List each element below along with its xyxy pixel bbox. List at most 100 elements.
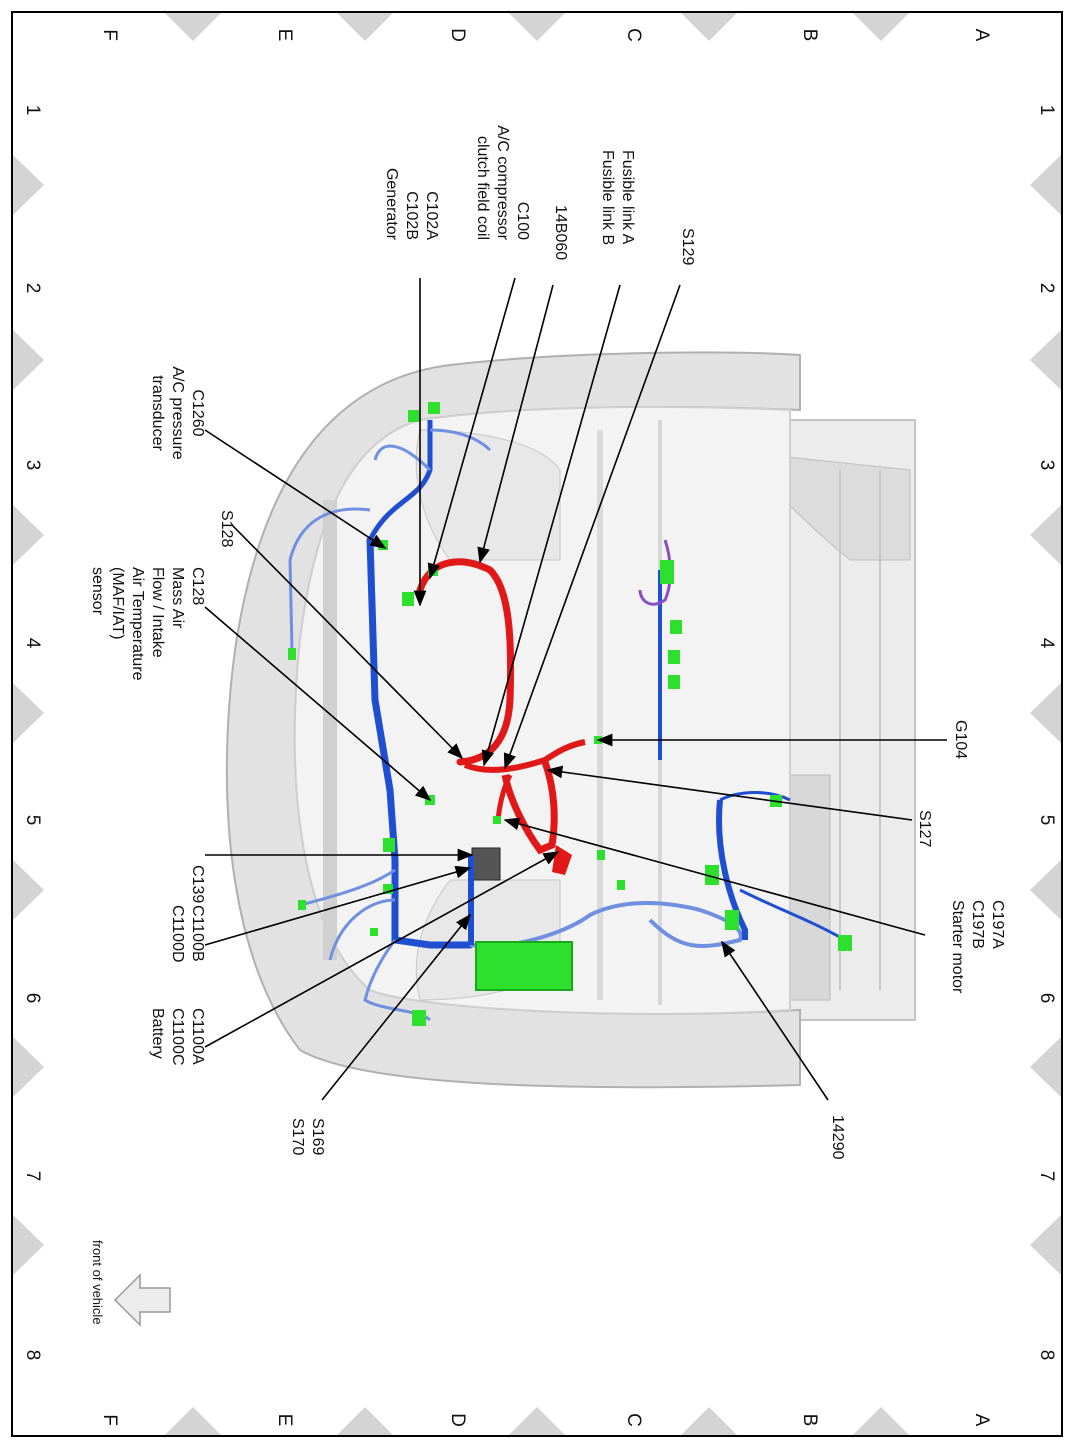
harness-purple-branch — [638, 539, 672, 606]
headlamp-left — [415, 429, 561, 561]
grid-letter-top-d: D — [447, 28, 468, 42]
label-c1100a: C1100A C1100C Battery — [149, 1008, 206, 1066]
svg-text:C1100B: C1100B — [189, 905, 206, 962]
grid-number-left-1: 1 — [22, 105, 43, 116]
harness-engine-loop — [469, 901, 743, 948]
grid-number-left-4: 4 — [22, 638, 43, 649]
leader-c100 — [427, 277, 516, 580]
svg-text:clutch field coil: clutch field coil — [474, 136, 491, 240]
grid-letter-top-f: F — [99, 29, 120, 41]
connector-c102b — [428, 402, 440, 414]
svg-text:(MAF/IAT): (MAF/IAT) — [109, 567, 126, 640]
grid-letter-bottom-f: F — [99, 1414, 120, 1426]
svg-text:C128: C128 — [189, 567, 206, 605]
connector-c100 — [402, 592, 414, 606]
cable-ground-g104 — [463, 739, 586, 773]
grid-number-left-5: 5 — [22, 815, 43, 826]
svg-text:C1100D: C1100D — [169, 905, 186, 963]
grid-letter-top-c: C — [623, 28, 644, 42]
grid-number-left-7: 7 — [22, 1171, 43, 1182]
svg-text:C102A: C102A — [423, 191, 440, 240]
wiring-harness — [288, 420, 846, 1022]
svg-text:Generator: Generator — [383, 168, 400, 241]
grid-number-right-4: 4 — [1036, 638, 1057, 649]
connector-c197 — [493, 816, 501, 824]
leader-14290 — [721, 940, 829, 1101]
grid-letter-bottom-a: A — [971, 1414, 992, 1427]
leader-lines — [204, 277, 947, 1101]
harness-branch-generator — [367, 420, 433, 542]
label-14290: 14290 — [829, 1115, 846, 1160]
cable-generator — [416, 558, 515, 766]
leader-c1100a — [204, 851, 560, 1048]
svg-text:S127: S127 — [916, 810, 933, 847]
svg-text:Flow / Intake: Flow / Intake — [149, 567, 166, 658]
svg-text:S129: S129 — [679, 228, 696, 265]
label-c100: C100 A/C compressor clutch field coil — [474, 125, 531, 240]
leader-fusible-links — [481, 284, 621, 767]
leader-s129 — [503, 284, 681, 770]
label-c139: C139 — [189, 865, 206, 903]
svg-text:G104: G104 — [952, 720, 969, 759]
grid-number-right-2: 2 — [1036, 283, 1057, 294]
battery-block — [475, 941, 573, 991]
label-fusible-links: Fusible link A Fusible link B — [599, 150, 636, 245]
connector-c102a — [408, 410, 420, 422]
grid-number-right-1: 1 — [1036, 105, 1057, 116]
grid-markers-bottom — [165, 1407, 909, 1435]
svg-text:Air Temperature: Air Temperature — [129, 567, 146, 681]
svg-text:C1100A: C1100A — [189, 1008, 206, 1065]
svg-text:S170: S170 — [289, 1118, 306, 1155]
svg-text:C1100C: C1100C — [169, 1008, 186, 1066]
label-c102: C102A C102B Generator — [383, 168, 440, 241]
engine-compartment — [293, 406, 791, 1015]
vehicle-body — [225, 351, 916, 1089]
label-c197: C197A C197B Starter motor — [949, 900, 1006, 994]
grid-number-left-2: 2 — [22, 283, 43, 294]
grid-letter-bottom-d: D — [447, 1413, 468, 1427]
grid-letter-bottom-e: E — [274, 1414, 295, 1427]
grid-letter-top-e: E — [274, 29, 295, 42]
svg-text:A/C compressor: A/C compressor — [494, 125, 511, 240]
label-c128: C128 Mass Air Flow / Intake Air Temperat… — [89, 567, 206, 681]
leader-14b060 — [477, 284, 554, 564]
svg-text:S169: S169 — [309, 1118, 326, 1155]
grid-markers-top — [165, 13, 909, 41]
leader-c1100b — [204, 865, 472, 946]
svg-text:C139: C139 — [189, 865, 206, 903]
grid-letter-top-a: A — [971, 29, 992, 42]
grid-letter-bottom-c: C — [623, 1413, 644, 1427]
svg-text:C102B: C102B — [403, 191, 420, 240]
label-s128: S128 — [218, 510, 235, 547]
grid-number-right-3: 3 — [1036, 460, 1057, 471]
svg-text:C197A: C197A — [989, 900, 1006, 949]
grid-letter-top-b: B — [799, 29, 820, 42]
leader-c197 — [503, 817, 926, 936]
svg-text:Fusible link B: Fusible link B — [599, 150, 616, 245]
svg-text:S128: S128 — [218, 510, 235, 547]
svg-text:C197B: C197B — [969, 900, 986, 949]
leader-s127 — [546, 765, 913, 821]
leader-c128 — [204, 606, 432, 802]
svg-text:Starter motor: Starter motor — [949, 900, 966, 994]
grid-number-right-8: 8 — [1036, 1350, 1057, 1361]
label-s129: S129 — [679, 228, 696, 265]
diagram-frame — [11, 11, 1063, 1437]
harness-14290 — [716, 799, 748, 940]
svg-text:sensor: sensor — [89, 567, 106, 616]
grid-number-left-6: 6 — [22, 993, 43, 1004]
svg-text:Mass Air: Mass Air — [169, 567, 186, 629]
svg-text:C1260: C1260 — [189, 389, 206, 436]
leader-c1260 — [204, 429, 387, 549]
harness-branch-transducer — [288, 507, 371, 651]
label-s127: S127 — [916, 810, 933, 847]
svg-text:Fusible link A: Fusible link A — [619, 150, 636, 245]
svg-text:14290: 14290 — [829, 1115, 846, 1160]
label-14b060: 14B060 — [552, 205, 569, 260]
label-g104: G104 — [952, 720, 969, 759]
label-c1100b: C1100B C1100D — [169, 905, 206, 963]
svg-text:Battery: Battery — [149, 1008, 166, 1059]
svg-text:A/C pressure: A/C pressure — [169, 366, 186, 459]
